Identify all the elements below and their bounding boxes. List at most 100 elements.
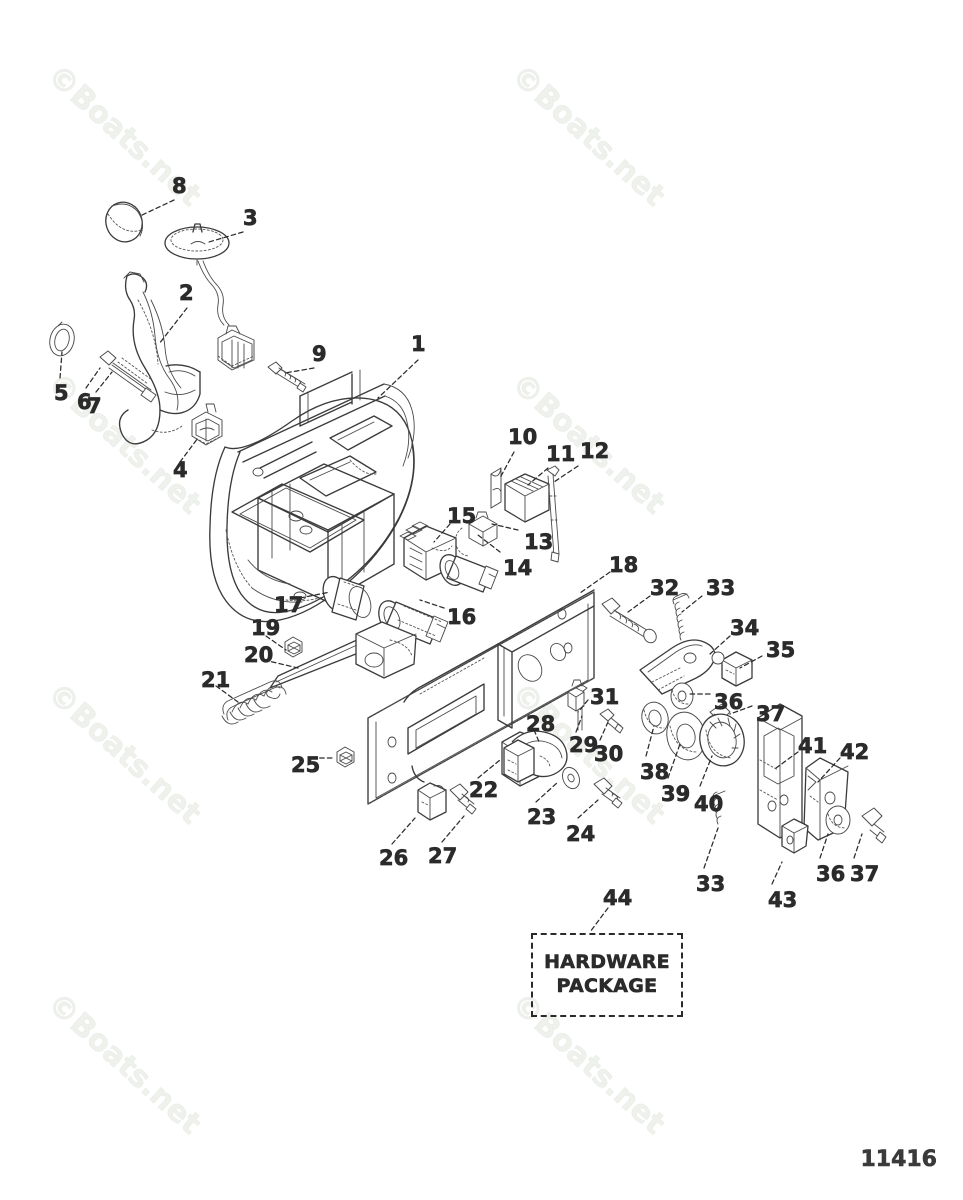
callout-number-5: 5 [54, 381, 69, 405]
leader-line-33 [681, 595, 703, 613]
part-2-control-handle [118, 271, 201, 445]
callout-number-8: 8 [172, 174, 187, 198]
part-34-shift-lever [639, 639, 716, 695]
leader-line-10 [499, 451, 515, 479]
callout-number-18: 18 [609, 553, 639, 577]
leader-line-16 [419, 599, 445, 609]
part-10-clip [490, 467, 502, 509]
part-9-screw [267, 361, 307, 393]
part-33-spring-pin [672, 593, 690, 641]
part-27-bolt [449, 783, 477, 815]
part-20-shaft [266, 621, 417, 699]
callout-number-26: 26 [379, 846, 409, 870]
callout-number-36: 36 [714, 690, 744, 714]
leader-line-42 [817, 757, 841, 783]
leader-line-43 [771, 861, 783, 885]
part-31-clip [567, 679, 585, 712]
part-3-cover-plate [164, 223, 230, 266]
part-24-bolt [593, 777, 623, 809]
hardware-package-line-1: HARDWARE [544, 951, 670, 974]
part-6-7-bolt-washer [99, 350, 157, 403]
leader-line-4 [179, 437, 199, 463]
callout-number-13: 13 [524, 530, 554, 554]
part-36-washer [670, 682, 694, 710]
callout-number-24: 24 [566, 822, 596, 846]
leader-line-15 [433, 523, 451, 543]
leader-line-26 [391, 817, 416, 845]
leader-line-20 [263, 659, 299, 669]
part-36b-washer [825, 805, 851, 835]
part-1-housing-frame [209, 369, 415, 623]
part-14-block [455, 527, 469, 557]
part-30-screw [599, 708, 624, 734]
part-40-detent-gear [699, 713, 745, 767]
part-8-knob [105, 201, 143, 243]
callout-number-23: 23 [527, 805, 557, 829]
part-13-block [468, 511, 498, 547]
callout-number-37b: 37 [850, 862, 880, 886]
hardware-package-box: HARDWARE PACKAGE [531, 933, 683, 1017]
part-12-lever-rod [546, 465, 560, 563]
part-4-connector [191, 403, 223, 446]
leader-line-7 [95, 371, 113, 393]
callout-number-33b: 33 [696, 872, 726, 896]
callout-number-41: 41 [798, 734, 828, 758]
leader-line-14 [477, 534, 501, 553]
part-19-nut [284, 636, 303, 658]
leader-line-12 [553, 465, 579, 483]
callout-number-43: 43 [768, 888, 798, 912]
leader-line-6 [85, 367, 101, 389]
callout-number-29: 29 [569, 733, 599, 757]
part-35-fitting [711, 651, 753, 687]
leader-line-23 [535, 781, 559, 803]
leader-line-21 [215, 685, 239, 703]
leader-line-29 [575, 715, 583, 733]
leader-line-24 [577, 799, 599, 819]
leader-line-44 [589, 907, 609, 933]
callout-number-9: 9 [312, 342, 327, 366]
leader-lines [59, 199, 863, 933]
leader-line-32 [627, 595, 651, 613]
callout-number-4: 4 [173, 458, 188, 482]
harness-connector-block [217, 325, 255, 371]
part-21-spring [221, 680, 287, 725]
part-37b-screw [861, 807, 887, 844]
part-17-bushing [322, 575, 372, 621]
callout-number-30: 30 [594, 742, 624, 766]
leader-line-19 [265, 635, 287, 651]
part-28-cam [503, 730, 568, 783]
callout-number-36b: 36 [816, 862, 846, 886]
leader-line-1 [377, 359, 419, 399]
callout-number-19: 19 [251, 616, 281, 640]
leader-line-17 [299, 591, 331, 599]
callout-number-22: 22 [469, 778, 499, 802]
leader-line-27 [441, 815, 465, 843]
part-39-large-washer [666, 711, 706, 761]
leader-line-18 [579, 571, 611, 594]
leader-line-3 [208, 231, 244, 243]
hardware-package-line-2: PACKAGE [556, 975, 658, 998]
part-32-long-bolt [601, 597, 657, 644]
leader-line-2 [158, 307, 188, 345]
callout-number-31: 31 [590, 685, 620, 709]
part-33b-spring-pin [712, 790, 726, 825]
leader-line-8 [139, 199, 175, 217]
callout-number-25: 25 [291, 753, 321, 777]
callout-number-40: 40 [694, 792, 724, 816]
leader-line-35 [739, 655, 763, 669]
callout-number-27: 27 [428, 844, 458, 868]
leader-line-9 [284, 367, 315, 374]
callout-number-38: 38 [640, 760, 670, 784]
callout-number-14: 14 [503, 556, 533, 580]
leader-line-38 [645, 725, 655, 757]
callout-number-37: 37 [756, 702, 786, 726]
callout-number-17: 17 [274, 593, 304, 617]
leader-line-22 [477, 759, 501, 779]
callout-number-42: 42 [840, 740, 870, 764]
callout-number-12: 12 [580, 439, 610, 463]
leader-line-41 [775, 751, 799, 769]
callout-number-20: 20 [244, 643, 274, 667]
leader-line-39 [667, 743, 681, 779]
leader-line-11 [527, 467, 549, 486]
